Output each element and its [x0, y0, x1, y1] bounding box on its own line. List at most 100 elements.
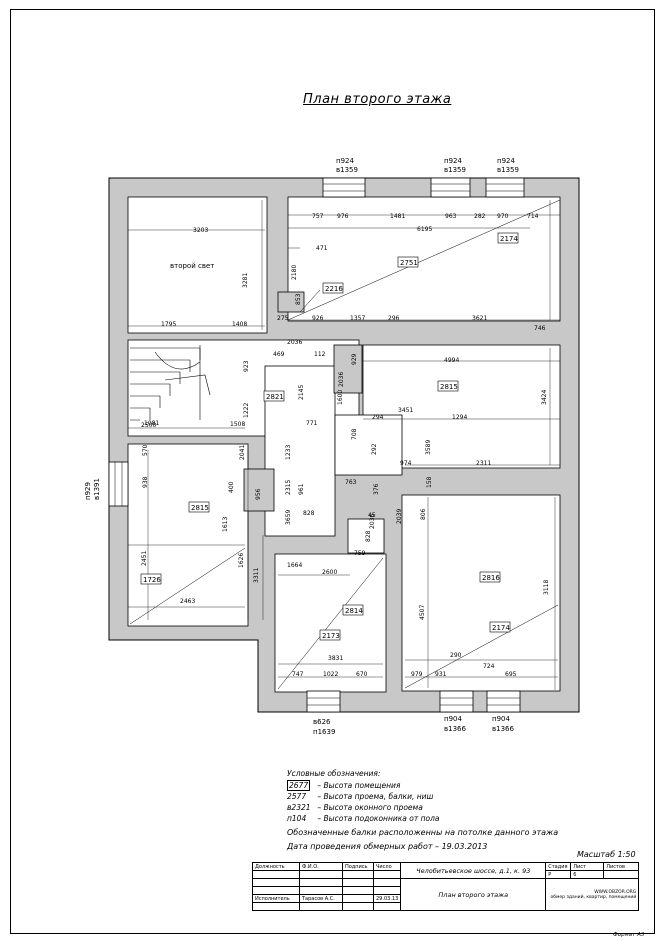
dimension-value: 1626: [238, 553, 245, 568]
room-height: 2816: [482, 574, 500, 582]
dimension-value: 695: [505, 671, 517, 678]
dimension-value: 974: [400, 460, 412, 467]
room-small-east: [334, 414, 403, 476]
dimension-value: 828: [365, 530, 372, 542]
window-north-1: [322, 177, 366, 198]
dimension-value: 708: [351, 428, 358, 440]
dimension-value: 2041: [239, 445, 246, 460]
dimension-value: 1294: [452, 414, 467, 421]
dimension-value: 469: [273, 351, 285, 358]
legend-header: Условные обозначения:: [287, 769, 381, 778]
dimension-value: 670: [356, 671, 368, 678]
legend-key: 2677: [287, 780, 311, 791]
dimension-value: 1600: [337, 390, 344, 405]
stamp-header-stage: Стадия: [545, 862, 572, 871]
dimension-value: 2315: [285, 480, 292, 495]
dimension-value: 3589: [425, 440, 432, 455]
dimension-value: 2039: [396, 509, 403, 524]
stamp-header-position: Должность: [252, 862, 300, 871]
stamp-sheet-title: План второго этажа: [400, 878, 547, 911]
dimension-value: 6195: [417, 226, 432, 233]
dimension-value: 2145: [298, 385, 305, 400]
dimension-value: 3659: [285, 510, 292, 525]
window-sill: в626: [313, 718, 331, 726]
legend-note: Обозначенные балки расположенны на потол…: [287, 828, 559, 837]
dimension-value: 714: [527, 213, 539, 220]
window-sill: п924: [497, 157, 515, 165]
dimension-value: 3831: [328, 655, 343, 662]
legend-key: в2321: [287, 803, 311, 812]
window-labels: п924 в1359 п924 в1359 п924 в1359 п929 в1…: [84, 157, 519, 736]
stamp-header-date: Число: [372, 862, 402, 871]
dimension-value: 1081: [144, 420, 159, 427]
dimension-value: 3621: [472, 315, 487, 322]
dimension-value: 3311: [253, 568, 260, 583]
dimension-value: 771: [306, 420, 318, 427]
stamp-stage: Р: [545, 870, 572, 879]
dimension-value: 275: [277, 315, 289, 322]
dimension-value: 747: [292, 671, 304, 678]
legend-text: – Высота подоконника от пола: [317, 814, 440, 823]
stamp-sheet-no: 6: [570, 870, 605, 879]
dimension-value: 938: [142, 476, 149, 488]
dimension-value: 923: [243, 360, 250, 372]
window-top: п1639: [313, 728, 335, 736]
window-sill: п924: [336, 157, 354, 165]
dimension-value: 294: [372, 414, 384, 421]
dimension-value: 963: [445, 213, 457, 220]
legend-key: 2577: [287, 792, 307, 801]
dimension-value: 961: [298, 483, 305, 495]
dimension-value: 2036: [287, 339, 302, 346]
staircase: [130, 345, 211, 421]
window-sill: п924: [444, 157, 462, 165]
dimension-value: 724: [483, 663, 495, 670]
stamp-logo: WWW.OBZOR.ORG обмер зданий, квартир, пом…: [545, 878, 640, 911]
window-north-2: [430, 177, 471, 198]
window-top: в1359: [444, 166, 466, 174]
dimension-value: 757: [312, 213, 324, 220]
window-top: в1359: [497, 166, 519, 174]
dimension-value: 2036: [338, 372, 345, 387]
window-south-1: [306, 690, 341, 713]
logo-site: WWW.OBZOR.ORG: [594, 889, 637, 895]
legend-key: п104: [287, 814, 307, 823]
room-height: 2814: [345, 607, 363, 615]
stamp-person: Тарасов А.С.: [299, 894, 343, 903]
dimension-value: 1481: [390, 213, 405, 220]
stamp-header-sign: Подпись: [342, 862, 374, 871]
dimension-value: 956: [255, 488, 262, 500]
window-south-2: [439, 690, 474, 713]
dimension-value: 746: [534, 325, 546, 332]
window-north-3: [485, 177, 525, 198]
room-height: 2751: [400, 259, 418, 267]
room-second-light: [127, 196, 268, 334]
dimension-value: 4507: [419, 605, 426, 620]
legend-item: в2321 – Высота оконного проема: [287, 802, 558, 813]
window-top: в1366: [492, 725, 514, 733]
room-height: 2174: [492, 624, 510, 632]
dimension-value: 926: [312, 315, 324, 322]
dimension-value: 2036: [369, 514, 376, 529]
room-height: 2821: [266, 393, 284, 401]
dimension-value: 1795: [161, 321, 176, 328]
dimension-value: 763: [345, 479, 357, 486]
window-sill: п904: [492, 715, 510, 723]
dimension-value: 1222: [243, 403, 250, 418]
sheet-format: Формат А3: [613, 932, 645, 938]
room-height: 2216: [325, 285, 343, 293]
dimension-value: 3424: [541, 390, 548, 405]
room-height: 1726: [143, 576, 161, 584]
dimension-value: 931: [435, 671, 447, 678]
drawing-frame: [10, 9, 655, 934]
dimension-value: 853: [295, 293, 302, 305]
dimension-value: 929: [351, 353, 358, 365]
dimension-value: 1508: [230, 421, 245, 428]
dimension-value: 2311: [476, 460, 491, 467]
dimension-value: 976: [337, 213, 349, 220]
stamp-header-sheet: Лист: [570, 862, 605, 871]
dimension-value: 296: [388, 315, 400, 322]
dimension-value: 2500: [141, 422, 156, 429]
room-niche: [347, 518, 385, 554]
